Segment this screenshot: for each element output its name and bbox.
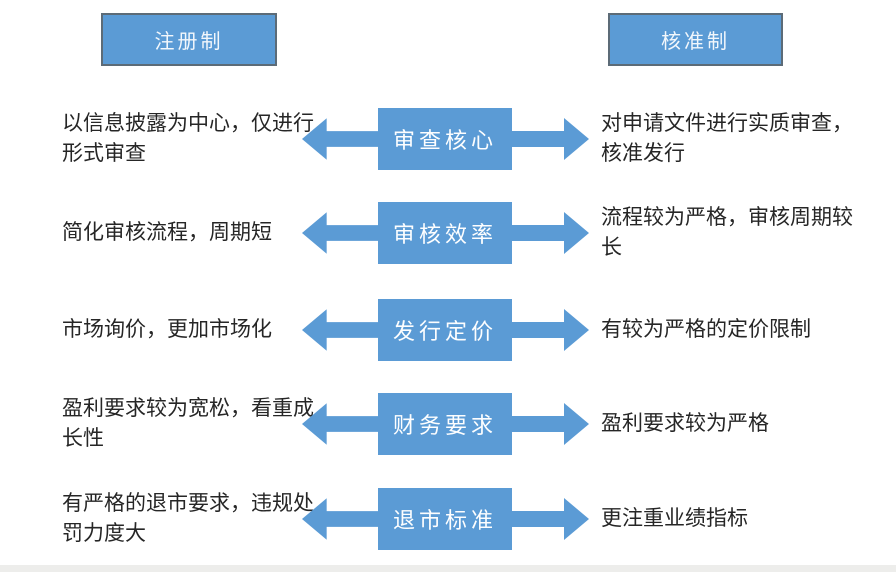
registration-detail-text: 盈利要求较为宽松，看重成长性 bbox=[62, 397, 314, 450]
category-box: 财务要求 bbox=[378, 393, 512, 455]
right-arrow-icon bbox=[512, 212, 589, 254]
comparison-row-delisting-standards: 有严格的退市要求，违规处罚力度大 退市标准 更注重业绩指标 bbox=[0, 472, 896, 566]
category-box: 发行定价 bbox=[378, 299, 512, 361]
comparison-row-issuance-pricing: 市场询价，更加市场化 发行定价 有较为严格的定价限制 bbox=[0, 283, 896, 377]
left-arrow-icon bbox=[301, 403, 378, 445]
registration-detail-text: 有严格的退市要求，违规处罚力度大 bbox=[62, 492, 314, 545]
left-arrow-icon bbox=[301, 118, 378, 160]
bottom-divider bbox=[0, 565, 896, 572]
registration-detail-text: 简化审核流程，周期短 bbox=[62, 221, 272, 245]
approval-detail-text: 流程较为严格，审核周期较长 bbox=[601, 206, 853, 259]
left-arrow-icon bbox=[301, 309, 378, 351]
header-registration-label: 注册制 bbox=[154, 31, 224, 53]
right-arrow-icon bbox=[512, 118, 589, 160]
header-registration-system: 注册制 bbox=[101, 13, 277, 66]
category-label: 审查核心 bbox=[392, 128, 497, 153]
left-arrow-icon bbox=[301, 498, 378, 540]
right-arrow-icon bbox=[512, 403, 589, 445]
comparison-row-review-efficiency: 简化审核流程，周期短 审核效率 流程较为严格，审核周期较长 bbox=[0, 186, 896, 280]
left-arrow-icon bbox=[301, 212, 378, 254]
approval-detail-text: 有较为严格的定价限制 bbox=[601, 318, 811, 342]
category-box: 审核效率 bbox=[378, 202, 512, 264]
comparison-row-financial-requirements: 盈利要求较为宽松，看重成长性 财务要求 盈利要求较为严格 bbox=[0, 377, 896, 471]
category-label: 退市标准 bbox=[392, 508, 497, 533]
category-label: 审核效率 bbox=[392, 222, 497, 247]
category-box: 退市标准 bbox=[378, 488, 512, 550]
header-approval-system: 核准制 bbox=[608, 13, 783, 66]
registration-detail-text: 市场询价，更加市场化 bbox=[62, 318, 272, 342]
registration-detail-text: 以信息披露为中心，仅进行形式审查 bbox=[62, 112, 314, 165]
right-arrow-icon bbox=[512, 498, 589, 540]
comparison-row-review-core: 以信息披露为中心，仅进行形式审查 审查核心 对申请文件进行实质审查，核准发行 bbox=[0, 92, 896, 186]
right-arrow-icon bbox=[512, 309, 589, 351]
approval-detail-text: 盈利要求较为严格 bbox=[601, 412, 769, 436]
category-label: 财务要求 bbox=[392, 413, 497, 438]
approval-detail-text: 对申请文件进行实质审查，核准发行 bbox=[601, 112, 853, 165]
header-approval-label: 核准制 bbox=[661, 31, 730, 53]
category-box: 审查核心 bbox=[378, 108, 512, 170]
approval-detail-text: 更注重业绩指标 bbox=[601, 507, 748, 531]
category-label: 发行定价 bbox=[392, 319, 497, 344]
